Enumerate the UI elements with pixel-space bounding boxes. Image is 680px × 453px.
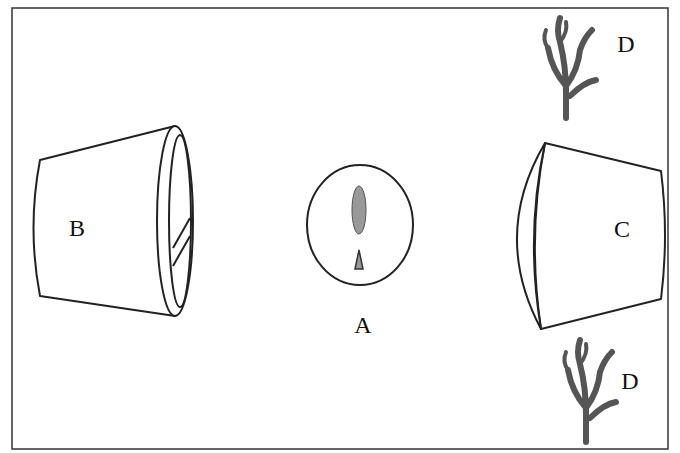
part-letter: D (617, 32, 634, 56)
part-letter: C (614, 217, 630, 241)
part-letter: D (621, 369, 638, 393)
wick (355, 250, 363, 269)
outline-stroke (517, 143, 545, 329)
flame (352, 186, 366, 234)
outline-stroke (169, 135, 191, 307)
outline-stroke (173, 218, 190, 266)
outline-stroke (157, 126, 193, 316)
plant (564, 340, 616, 442)
candle (307, 165, 413, 285)
fan-heater: B (25, 120, 203, 325)
frame (12, 8, 668, 449)
part-letter: B (69, 216, 85, 240)
plant (544, 18, 596, 118)
outline-stroke (535, 143, 665, 329)
concave-reflector: C (515, 135, 668, 335)
outline-stroke (34, 126, 176, 316)
candle-circle (307, 165, 413, 285)
outline (25, 120, 203, 325)
part-letter: A (354, 313, 371, 337)
outline (515, 135, 668, 335)
